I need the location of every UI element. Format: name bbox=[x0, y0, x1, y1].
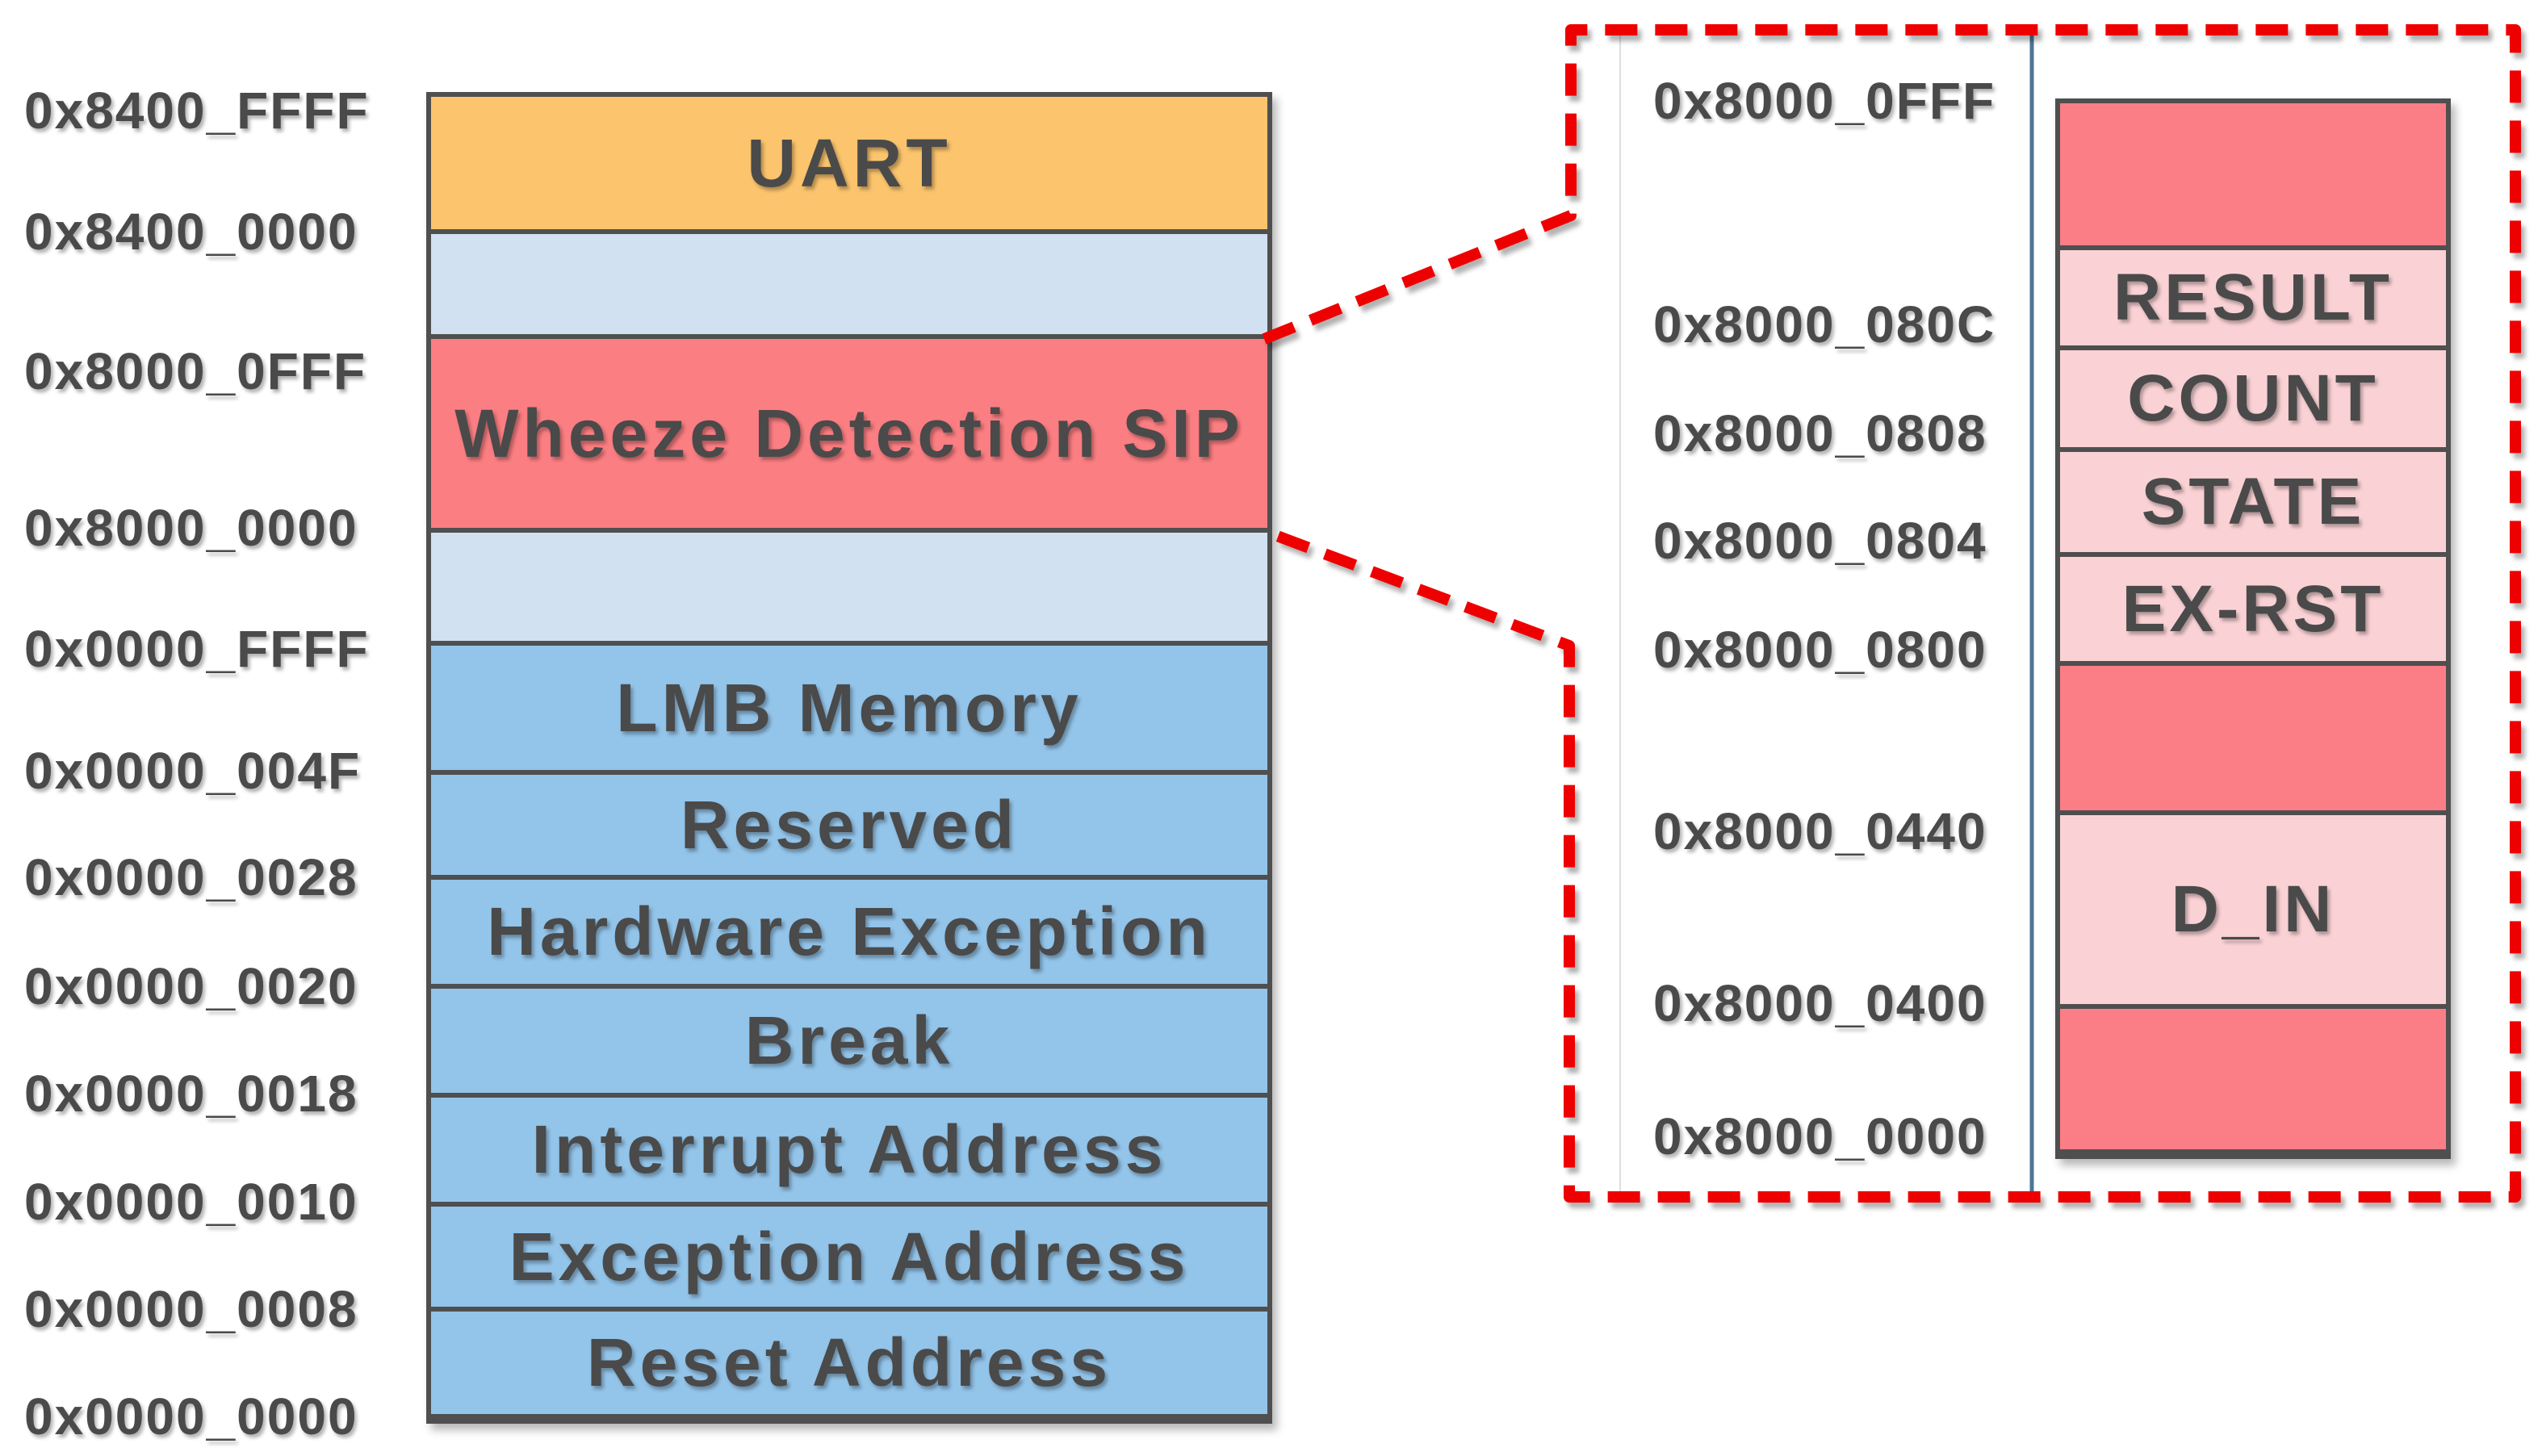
address-label: 0x0000_FFFF bbox=[24, 620, 370, 678]
memory-block-uart: UART bbox=[431, 97, 1267, 229]
memory-block-label: Wheeze Detection SIP bbox=[454, 395, 1244, 471]
register-block-ex-rst: EX-RST bbox=[2060, 557, 2446, 661]
register-label: COUNT bbox=[2127, 362, 2379, 435]
register-label: EX-RST bbox=[2121, 571, 2385, 646]
memory-block-label: LMB Memory bbox=[616, 669, 1083, 746]
register-label: RESULT bbox=[2113, 261, 2393, 334]
address-label: 0x8000_0000 bbox=[24, 499, 358, 557]
memory-block-exception-address: Exception Address bbox=[431, 1207, 1267, 1307]
memory-block-label: Exception Address bbox=[509, 1218, 1190, 1295]
address-label: 0x8000_0FFF bbox=[1653, 72, 1996, 130]
address-label: 0x0000_0000 bbox=[24, 1387, 358, 1446]
address-label: 0x0000_0018 bbox=[24, 1065, 358, 1123]
memory-block-interrupt-address: Interrupt Address bbox=[431, 1098, 1267, 1202]
memory-block-label: Reserved bbox=[680, 786, 1019, 863]
memory-block-gap-lower bbox=[431, 533, 1267, 641]
register-block-unlabeled-bottom bbox=[2060, 1009, 2446, 1149]
address-label: 0x8000_0400 bbox=[1653, 974, 1987, 1032]
register-label: STATE bbox=[2141, 465, 2365, 538]
memory-block-label: UART bbox=[747, 124, 952, 201]
address-label: 0x0000_0028 bbox=[24, 848, 358, 906]
memory-block-lmb-memory: LMB Memory bbox=[431, 646, 1267, 770]
address-label: 0x8000_0800 bbox=[1653, 621, 1987, 679]
register-block-d-in: D_IN bbox=[2060, 815, 2446, 1004]
memory-block-gap-upper bbox=[431, 234, 1267, 334]
address-label: 0x0000_0008 bbox=[24, 1280, 358, 1338]
memory-block-wheeze-sip: Wheeze Detection SIP bbox=[431, 339, 1267, 528]
register-block-state: STATE bbox=[2060, 452, 2446, 552]
register-block-count: COUNT bbox=[2060, 350, 2446, 447]
register-block-unlabeled-top bbox=[2060, 103, 2446, 245]
memory-block-break: Break bbox=[431, 989, 1267, 1093]
address-label: 0x0000_0020 bbox=[24, 957, 358, 1015]
address-label: 0x8400_0000 bbox=[24, 203, 358, 261]
address-label: 0x0000_0010 bbox=[24, 1173, 358, 1231]
address-label: 0x8000_0440 bbox=[1653, 802, 1987, 860]
memory-block-reset-address: Reset Address bbox=[431, 1312, 1267, 1414]
address-label: 0x8000_0000 bbox=[1653, 1107, 1987, 1165]
register-block-result: RESULT bbox=[2060, 250, 2446, 345]
memory-block-label: Interrupt Address bbox=[531, 1111, 1167, 1187]
register-label: D_IN bbox=[2171, 872, 2335, 946]
address-label: 0x0000_004F bbox=[24, 742, 362, 800]
memory-block-label: Break bbox=[744, 1002, 954, 1078]
register-block-unlabeled-middle bbox=[2060, 666, 2446, 810]
memory-block-label: Reset Address bbox=[586, 1324, 1112, 1400]
address-label: 0x8000_0804 bbox=[1653, 512, 1987, 570]
address-label: 0x8400_FFFF bbox=[24, 82, 370, 140]
memory-block-reserved: Reserved bbox=[431, 775, 1267, 875]
memory-block-hardware-exception: Hardware Exception bbox=[431, 880, 1267, 984]
address-label: 0x8000_0808 bbox=[1653, 404, 1987, 462]
address-label: 0x8000_0FFF bbox=[24, 342, 367, 400]
address-label: 0x8000_080C bbox=[1653, 295, 1996, 354]
memory-block-label: Hardware Exception bbox=[487, 893, 1212, 969]
